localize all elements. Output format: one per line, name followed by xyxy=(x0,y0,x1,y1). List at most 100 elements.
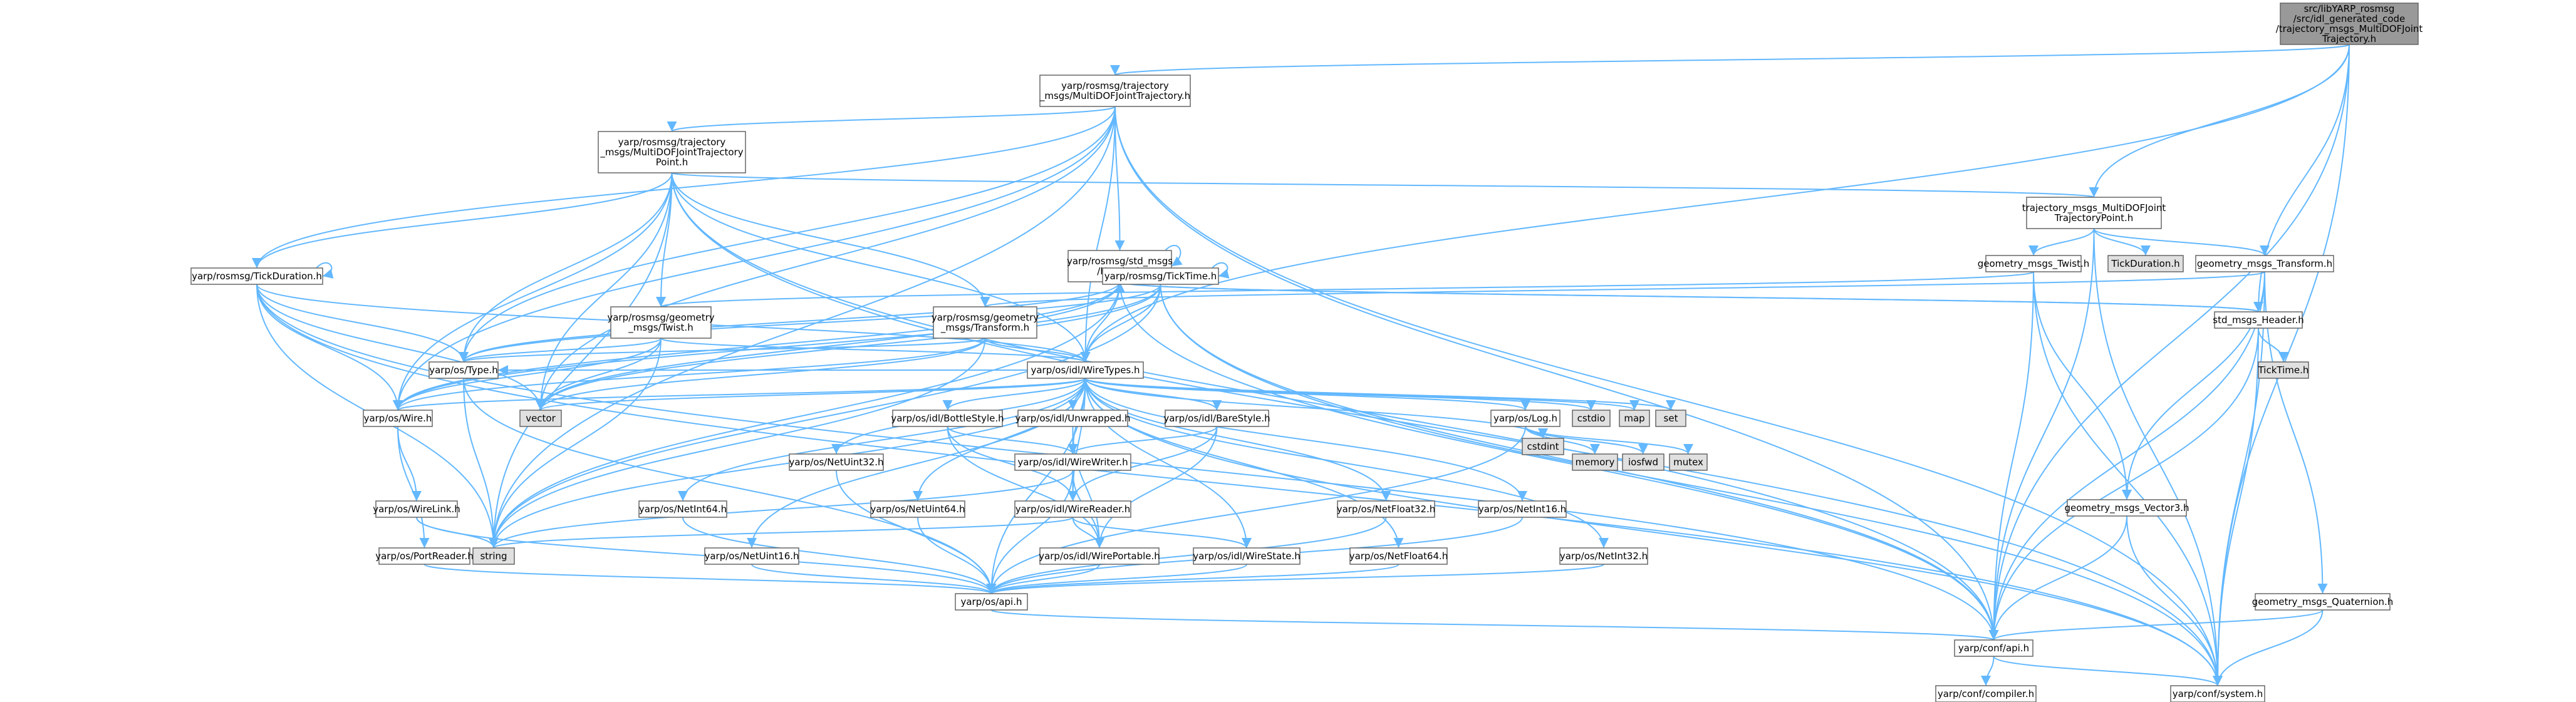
node-system[interactable]: yarp/conf/system.h xyxy=(2170,685,2265,702)
node-wirelink[interactable]: yarp/os/WireLink.h xyxy=(373,500,460,518)
node-wirewriter[interactable]: yarp/os/idl/WireWriter.h xyxy=(1014,453,1131,471)
edge-trajpt2-to-confapi xyxy=(1988,228,2095,641)
node-box xyxy=(1478,500,1567,518)
node-rtwist[interactable]: yarp/rosmsg/geometry_msgs/Twist.h xyxy=(607,306,715,339)
node-root[interactable]: src/libYARP_rosmsg/src/idl_generated_cod… xyxy=(2276,3,2423,45)
node-label: geometry_msgs_Twist.h xyxy=(1978,258,2090,270)
node-ticktime[interactable]: yarp/rosmsg/TickTime.h xyxy=(1102,267,1219,285)
edge-log-to-osapi xyxy=(986,426,1526,594)
edge-gvec3-to-confapi xyxy=(1988,515,2127,641)
node-portreader[interactable]: yarp/os/PortReader.h xyxy=(375,547,474,565)
node-tickdur2[interactable]: TickDuration.h xyxy=(2107,255,2184,272)
edge-traj-to-system xyxy=(1114,106,2223,686)
edge-netint32-to-osapi xyxy=(987,564,1604,594)
node-gquat[interactable]: geometry_msgs_Quaternion.h xyxy=(2252,593,2394,611)
edge-bottlestyle-to-wirereader xyxy=(947,426,1078,502)
node-tickdur[interactable]: yarp/rosmsg/TickDuration.h xyxy=(190,267,323,285)
node-log[interactable]: yarp/os/Log.h xyxy=(1490,410,1561,427)
node-label: yarp/rosmsg/trajectory xyxy=(618,137,726,148)
edge-tickdur-to-vector xyxy=(256,284,546,411)
node-box xyxy=(428,361,499,379)
edge-trajpt-to-confapi xyxy=(671,172,1999,641)
node-gtrans[interactable]: geometry_msgs_Transform.h xyxy=(2195,255,2334,272)
node-cstdint[interactable]: cstdint xyxy=(1522,438,1564,455)
node-box xyxy=(1017,410,1128,427)
node-label: yarp/os/NetUint32.h xyxy=(789,457,883,468)
node-box xyxy=(519,410,562,427)
node-confapi[interactable]: yarp/conf/api.h xyxy=(1954,639,2033,657)
node-mutex[interactable]: mutex xyxy=(1669,453,1708,471)
edge-traj-to-trajpt xyxy=(667,106,1116,132)
edge-root-to-trajpt2 xyxy=(2089,44,2350,198)
node-netuint16[interactable]: yarp/os/NetUint16.h xyxy=(704,547,799,565)
node-wireportable[interactable]: yarp/os/idl/WirePortable.h xyxy=(1039,547,1160,565)
edge-wiretypes-to-wirestate xyxy=(1084,378,1252,549)
node-vector[interactable]: vector xyxy=(519,410,562,427)
node-label: yarp/os/NetInt64.h xyxy=(639,503,727,515)
node-map[interactable]: map xyxy=(1619,410,1650,427)
node-wire[interactable]: yarp/os/Wire.h xyxy=(363,410,433,427)
node-type[interactable]: yarp/os/Type.h xyxy=(428,361,499,379)
node-gvec3[interactable]: geometry_msgs_Vector3.h xyxy=(2064,499,2189,517)
node-box xyxy=(1954,639,2033,657)
node-box xyxy=(1039,547,1160,565)
node-netfloat64[interactable]: yarp/os/NetFloat64.h xyxy=(1349,547,1448,565)
node-iosfwd[interactable]: iosfwd xyxy=(1622,453,1665,471)
edge-netint64-to-osapi xyxy=(682,517,997,594)
node-ticktime2[interactable]: TickTime.h xyxy=(2258,361,2309,379)
node-box xyxy=(1014,453,1131,471)
node-box xyxy=(610,306,712,339)
node-netfloat32[interactable]: yarp/os/NetFloat32.h xyxy=(1337,500,1436,518)
node-compiler[interactable]: yarp/conf/compiler.h xyxy=(1935,685,2037,702)
node-string[interactable]: string xyxy=(472,547,515,565)
edge-header-to-header xyxy=(1165,245,1183,267)
node-label: yarp/os/idl/BottleStyle.h xyxy=(891,413,1004,424)
node-bottlestyle[interactable]: yarp/os/idl/BottleStyle.h xyxy=(891,410,1004,427)
node-trajpt[interactable]: yarp/rosmsg/trajectory_msgs/MultiDOFJoin… xyxy=(598,131,746,173)
edge-root-to-confapi xyxy=(1988,44,2350,641)
node-label: yarp/os/NetFloat32.h xyxy=(1337,503,1436,515)
edge-rtwist-to-type xyxy=(459,338,662,363)
edge-netuint32-to-osapi xyxy=(836,470,997,594)
node-wirestate[interactable]: yarp/os/idl/WireState.h xyxy=(1193,547,1301,565)
edge-barestyle-to-wirewriter xyxy=(1067,426,1218,455)
node-label: yarp/rosmsg/trajectory xyxy=(1061,80,1169,91)
edge-type-to-string xyxy=(463,378,499,549)
edge-rtwist-to-vector xyxy=(536,338,662,411)
node-box xyxy=(638,500,727,518)
node-memory[interactable]: memory xyxy=(1572,453,1618,471)
node-stdheader[interactable]: std_msgs_Header.h xyxy=(2213,311,2304,329)
node-wirereader[interactable]: yarp/os/idl/WireReader.h xyxy=(1014,500,1131,518)
edge-wiretypes-to-netint64 xyxy=(678,378,1086,502)
node-set[interactable]: set xyxy=(1655,410,1686,427)
node-unwrapped[interactable]: yarp/os/idl/Unwrapped.h xyxy=(1015,410,1131,427)
node-traj[interactable]: yarp/rosmsg/trajectory_msgs/MultiDOFJoin… xyxy=(1039,75,1191,107)
node-wiretypes[interactable]: yarp/os/idl/WireTypes.h xyxy=(1027,361,1144,379)
node-netint64[interactable]: yarp/os/NetInt64.h xyxy=(638,500,727,518)
node-netint32[interactable]: yarp/os/NetInt32.h xyxy=(1559,547,1648,565)
node-label: yarp/os/idl/WireTypes.h xyxy=(1031,364,1140,376)
edge-wiretypes-to-set xyxy=(1084,378,1676,411)
node-box xyxy=(1559,547,1648,565)
node-rtrans[interactable]: yarp/rosmsg/geometry_msgs/Transform.h xyxy=(932,306,1039,339)
node-gtwist[interactable]: geometry_msgs_Twist.h xyxy=(1978,255,2090,272)
node-trajpt2[interactable]: trajectory_msgs_MultiDOFJointTrajectoryP… xyxy=(2022,197,2166,229)
node-box xyxy=(2214,311,2303,329)
node-osapi[interactable]: yarp/os/api.h xyxy=(955,593,1028,611)
edge-wiretypes-to-netint32 xyxy=(1084,378,1609,549)
edge-wiretypes-to-netfloat32 xyxy=(1084,378,1391,502)
edge-gtrans-to-confapi xyxy=(1988,271,2265,641)
node-box xyxy=(1572,453,1618,471)
node-label: yarp/os/NetUint16.h xyxy=(704,550,799,562)
node-label: _msgs/Transform.h xyxy=(940,322,1029,334)
edge-tickdur-to-type xyxy=(256,284,469,363)
node-cstdio[interactable]: cstdio xyxy=(1572,410,1611,427)
edge-bottlestyle-to-wireportable xyxy=(947,426,1104,549)
node-label: _msgs/Twist.h xyxy=(628,322,693,334)
node-barestyle[interactable]: yarp/os/idl/BareStyle.h xyxy=(1163,410,1270,427)
edge-trajpt-to-string xyxy=(489,172,673,549)
node-netuint32[interactable]: yarp/os/NetUint32.h xyxy=(789,453,884,471)
edge-wiretypes-to-barestyle xyxy=(1084,378,1222,411)
node-netuint64[interactable]: yarp/os/NetUint64.h xyxy=(870,500,965,518)
node-netint16[interactable]: yarp/os/NetInt16.h xyxy=(1478,500,1567,518)
